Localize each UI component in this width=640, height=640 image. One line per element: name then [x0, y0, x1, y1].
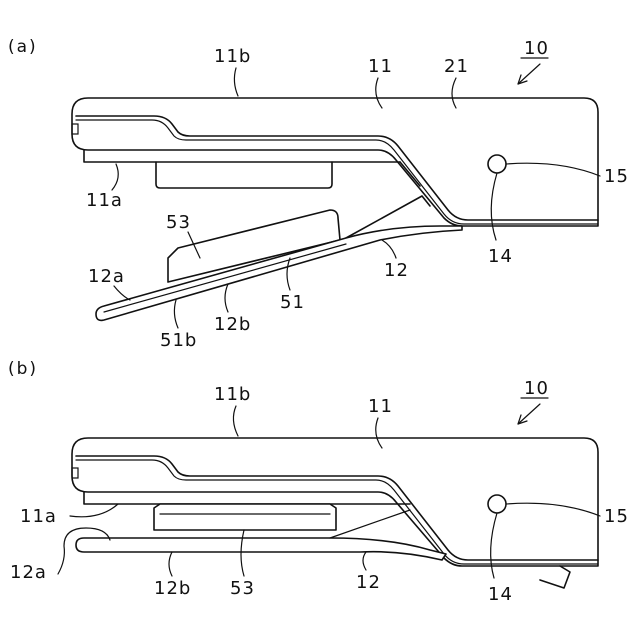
- panel-a-ref-10-arrow: [518, 64, 540, 84]
- panel-b-leader-12: [363, 552, 366, 570]
- panel-b-ref-10-arrow: [518, 404, 540, 424]
- panel-a-ref-10: 10: [524, 38, 549, 59]
- panel-b-leader-14: [491, 513, 497, 578]
- panel-a-leader-11a: [112, 164, 118, 190]
- panel-b-label-12: 12: [356, 572, 381, 593]
- panel-b-lever-12: [76, 538, 446, 560]
- panel-b-lever-link: [330, 510, 410, 538]
- panel-a-leader-14: [491, 173, 497, 240]
- panel-b-pad-53: [154, 504, 336, 530]
- panel-a-pivot-15: [488, 155, 506, 173]
- panel-a-tab: [156, 162, 332, 188]
- panel-b-leader-12b: [169, 552, 172, 576]
- panel-a-notch: [72, 124, 78, 134]
- panel-a-leader-12b: [225, 284, 228, 312]
- panel-a-label-51: 51: [280, 292, 305, 313]
- panel-a-leader-15: [506, 163, 600, 176]
- panel-a-leader-11: [376, 78, 382, 108]
- panel-a: (a) 10 15 14 53 11b: [8, 37, 629, 351]
- panel-a-label-53: 53: [166, 212, 191, 233]
- panel-a-base-11a: [84, 150, 400, 162]
- panel-a-leader-12a: [114, 286, 130, 300]
- panel-b-notch: [72, 468, 78, 478]
- panel-b-pivot-15: [488, 495, 506, 513]
- panel-a-leader-21: [452, 78, 456, 108]
- panel-a-leader-12: [382, 240, 396, 258]
- panel-a-label-12a: 12a: [88, 266, 125, 287]
- panel-b-title: (b): [8, 359, 38, 379]
- panel-a-label-11: 11: [368, 56, 393, 77]
- panel-b-leader-11b: [233, 406, 238, 436]
- panel-b-label-12b: 12b: [154, 578, 191, 599]
- panel-b: (b) 10 15 14 11b 11 11a 12a 12b: [8, 359, 629, 605]
- panel-a-label-11b: 11b: [214, 46, 251, 67]
- panel-a-label-11a: 11a: [86, 190, 123, 211]
- panel-b-label-14: 14: [488, 584, 513, 605]
- panel-a-leader-11b: [234, 68, 238, 96]
- panel-a-leader-51b: [174, 300, 178, 328]
- panel-b-label-53: 53: [230, 578, 255, 599]
- panel-a-label-21: 21: [444, 56, 469, 77]
- panel-b-bottom-tab: [540, 566, 570, 588]
- panel-b-ref-10: 10: [524, 378, 549, 399]
- panel-a-label-12b: 12b: [214, 314, 251, 335]
- panel-b-label-11: 11: [368, 396, 393, 417]
- panel-b-label-11a: 11a: [20, 506, 57, 527]
- panel-a-label-51b: 51b: [160, 330, 197, 351]
- panel-b-leader-11a: [70, 504, 118, 517]
- panel-a-title: (a): [8, 37, 38, 57]
- panel-b-leader-11: [376, 418, 382, 448]
- panel-b-leader-15: [506, 503, 600, 516]
- panel-a-label-14: 14: [488, 246, 513, 267]
- panel-a-label-12: 12: [384, 260, 409, 281]
- panel-b-label-11b: 11b: [214, 384, 251, 405]
- panel-b-base-11a: [84, 492, 410, 504]
- panel-b-label-12a: 12a: [10, 562, 47, 583]
- panel-a-label-15: 15: [604, 166, 629, 187]
- panel-a-side-edge: [400, 162, 420, 186]
- panel-b-label-15: 15: [604, 506, 629, 527]
- panel-b-leader-53: [241, 530, 244, 576]
- panel-a-inner-contour: [76, 116, 598, 220]
